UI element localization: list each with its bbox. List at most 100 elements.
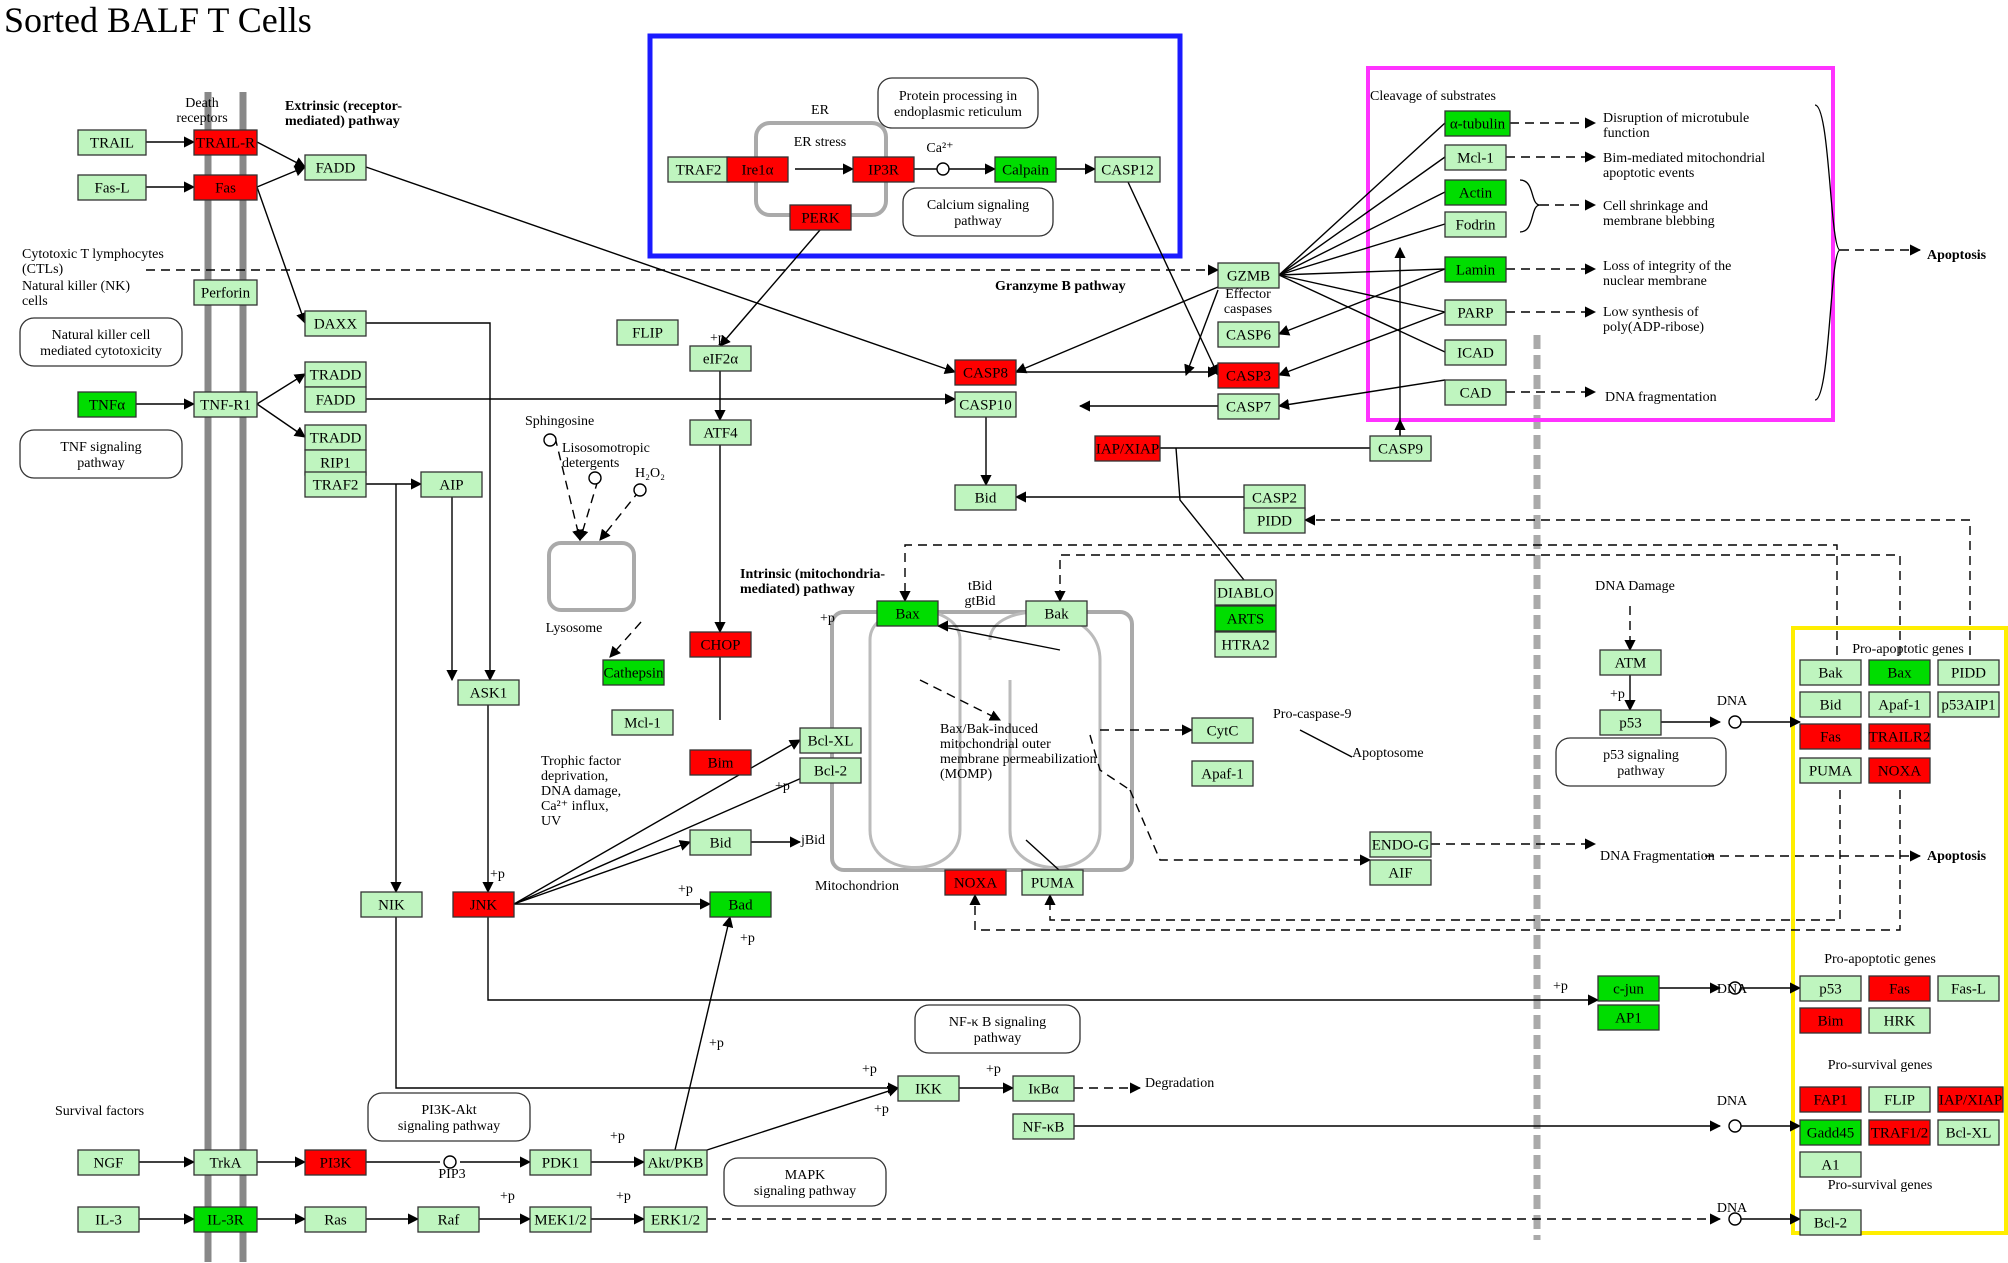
gene-node-flip1[interactable]: FLIP <box>616 319 679 346</box>
gene-node-nik[interactable]: NIK <box>360 891 423 918</box>
gene-node-casp9[interactable]: CASP9 <box>1369 435 1432 462</box>
gene-node-bcl-xl2[interactable]: Bcl-XL <box>1937 1119 2000 1146</box>
gene-node-bak2[interactable]: Bak <box>1799 659 1862 686</box>
gene-node-tradd2[interactable]: TRADD <box>304 424 367 451</box>
gene-node-htra2[interactable]: HTRA2 <box>1214 631 1277 658</box>
gene-node-bak1[interactable]: Bak <box>1025 600 1088 627</box>
gene-node-trail[interactable]: TRAIL <box>77 129 147 156</box>
gene-node-bad[interactable]: Bad <box>709 891 772 918</box>
gene-node-ikk[interactable]: IKK <box>897 1075 960 1102</box>
gene-node-cathepsin[interactable]: Cathepsin <box>602 659 665 686</box>
gene-node-lamin[interactable]: Lamin <box>1444 256 1507 283</box>
gene-node-cad[interactable]: CAD <box>1444 379 1507 406</box>
gene-node-aif[interactable]: AIF <box>1369 859 1432 886</box>
gene-node-fas-l2[interactable]: Fas-L <box>1937 975 2000 1002</box>
gene-node-icad[interactable]: ICAD <box>1444 339 1507 366</box>
gene-node-perk[interactable]: PERK <box>789 204 852 231</box>
gene-node-cytc[interactable]: CytC <box>1191 717 1254 744</box>
gene-node-casp12[interactable]: CASP12 <box>1094 156 1161 183</box>
gene-node-trailr2[interactable]: TRAILR2 <box>1868 723 1931 750</box>
gene-node-raf[interactable]: Raf <box>417 1206 480 1233</box>
gene-node-ras[interactable]: Ras <box>304 1206 367 1233</box>
gene-node-fas3[interactable]: Fas <box>1868 975 1931 1002</box>
gene-node-aip[interactable]: AIP <box>420 471 483 498</box>
gene-node-flip2[interactable]: FLIP <box>1868 1086 1931 1113</box>
gene-node-traf1-2[interactable]: TRAF1/2 <box>1868 1119 1931 1146</box>
gene-node-fadd1[interactable]: FADD <box>304 154 367 181</box>
gene-node-gzmb[interactable]: GZMB <box>1217 262 1280 289</box>
gene-node-ikba[interactable]: IκBα <box>1012 1075 1075 1102</box>
gene-node-traf2a[interactable]: TRAF2 <box>667 156 730 183</box>
gene-node-nf-kb[interactable]: NF-κB <box>1012 1113 1075 1140</box>
gene-node-hrk[interactable]: HRK <box>1868 1007 1931 1034</box>
gene-node-fas-l[interactable]: Fas-L <box>77 174 147 201</box>
gene-node-ap1[interactable]: AP1 <box>1597 1004 1660 1031</box>
gene-node-bcl-2a[interactable]: Bcl-2 <box>799 757 862 784</box>
gene-node-bcl-2b[interactable]: Bcl-2 <box>1799 1209 1862 1236</box>
gene-node-fodrin[interactable]: Fodrin <box>1444 211 1507 238</box>
gene-node-c-jun[interactable]: c-jun <box>1597 975 1660 1002</box>
gene-node-trail-r[interactable]: TRAIL-R <box>193 129 258 156</box>
gene-node-perforin[interactable]: Perforin <box>193 279 258 306</box>
gene-node-gadd45[interactable]: Gadd45 <box>1799 1119 1862 1146</box>
gene-node-apaf-1b[interactable]: Apaf-1 <box>1868 691 1931 718</box>
gene-node-pidd2[interactable]: PIDD <box>1937 659 2000 686</box>
gene-node-mcl-1b[interactable]: Mcl-1 <box>1444 144 1507 171</box>
gene-node-bax2[interactable]: Bax <box>1868 659 1931 686</box>
gene-node-pidd1[interactable]: PIDD <box>1243 507 1306 534</box>
gene-node-il-3r[interactable]: IL-3R <box>193 1206 258 1233</box>
gene-node-endo-g[interactable]: ENDO-G <box>1369 831 1432 858</box>
gene-node-actin[interactable]: Actin <box>1444 179 1507 206</box>
gene-node-pdk1[interactable]: PDK1 <box>529 1149 592 1176</box>
gene-node-mek1-2[interactable]: MEK1/2 <box>529 1206 592 1233</box>
gene-node-arts[interactable]: ARTS <box>1214 605 1277 632</box>
gene-node-casp3[interactable]: CASP3 <box>1217 362 1280 389</box>
gene-node-puma2[interactable]: PUMA <box>1799 757 1862 784</box>
gene-node-ask1[interactable]: ASK1 <box>457 679 520 706</box>
gene-node-rip1[interactable]: RIP1 <box>304 449 367 476</box>
gene-node-mcl-1a[interactable]: Mcl-1 <box>611 709 674 736</box>
gene-node-bim1[interactable]: Bim <box>689 749 752 776</box>
gene-node-atm[interactable]: ATM <box>1599 649 1662 676</box>
gene-node-iap-xiap2[interactable]: IAP/XIAP <box>1937 1086 2004 1113</box>
gene-node-parp[interactable]: PARP <box>1444 299 1507 326</box>
gene-node-traf2b[interactable]: TRAF2 <box>304 471 367 498</box>
gene-node-tradd1[interactable]: TRADD <box>304 361 367 388</box>
gene-node-iap-xiap1[interactable]: IAP/XIAP <box>1094 435 1161 462</box>
gene-node-casp8[interactable]: CASP8 <box>954 359 1017 386</box>
gene-node-akt-pkb[interactable]: Akt/PKB <box>643 1149 708 1176</box>
gene-node-diablo[interactable]: DIABLO <box>1214 579 1277 606</box>
gene-node-casp6[interactable]: CASP6 <box>1217 321 1280 348</box>
gene-node-eif2a[interactable]: eIF2α <box>689 345 752 372</box>
gene-node-bid3[interactable]: Bid <box>1799 691 1862 718</box>
gene-node-trka[interactable]: TrkA <box>193 1149 258 1176</box>
gene-node-ire1a[interactable]: Ire1α <box>726 156 789 183</box>
gene-node-ip3r[interactable]: IP3R <box>852 156 915 183</box>
gene-node-p53a[interactable]: p53 <box>1599 709 1662 736</box>
gene-node-fas1[interactable]: Fas <box>193 174 258 201</box>
gene-node-casp10[interactable]: CASP10 <box>954 391 1017 418</box>
gene-node-pi3k[interactable]: PI3K <box>304 1149 367 1176</box>
gene-node-casp7[interactable]: CASP7 <box>1217 393 1280 420</box>
gene-node-calpain[interactable]: Calpain <box>994 156 1057 183</box>
gene-node-puma1[interactable]: PUMA <box>1021 869 1084 896</box>
gene-node-erk1-2[interactable]: ERK1/2 <box>643 1206 708 1233</box>
gene-node-p53aip1[interactable]: p53AIP1 <box>1937 691 2000 718</box>
gene-node-chop[interactable]: CHOP <box>689 631 752 658</box>
gene-node-ngf[interactable]: NGF <box>77 1149 140 1176</box>
gene-node-noxa1[interactable]: NOXA <box>944 869 1007 896</box>
gene-node-p53b[interactable]: p53 <box>1799 975 1862 1002</box>
gene-node-casp2[interactable]: CASP2 <box>1243 484 1306 511</box>
gene-node-atf4[interactable]: ATF4 <box>689 419 752 446</box>
gene-node-a-tubulin[interactable]: α-tubulin <box>1444 110 1511 137</box>
gene-node-bim2[interactable]: Bim <box>1799 1007 1862 1034</box>
gene-node-tnf-r1[interactable]: TNF-R1 <box>193 391 258 418</box>
gene-node-a1[interactable]: A1 <box>1799 1151 1862 1178</box>
